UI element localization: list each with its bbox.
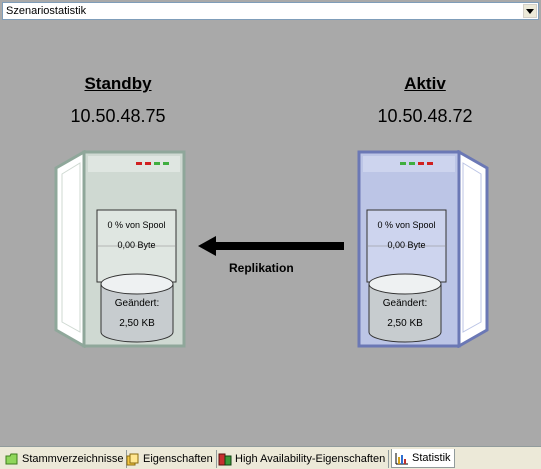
active-server-icon — [357, 150, 489, 348]
folder-icon — [5, 453, 18, 464]
tab-eigenschaften[interactable]: Eigenschaften — [123, 450, 217, 468]
active-spool-percent: 0 % von Spool — [377, 220, 436, 230]
active-changed-label: Geändert: — [382, 298, 428, 309]
statistics-icon — [395, 452, 408, 464]
chevron-down-icon[interactable] — [523, 4, 537, 18]
standby-ip: 10.50.48.75 — [70, 106, 166, 126]
active-led-4 — [427, 162, 433, 165]
standby-changed-value: 2,50 KB — [119, 318, 155, 329]
tab-statistik[interactable]: Statistik — [391, 449, 455, 468]
standby-led-2 — [145, 162, 151, 165]
standby-spool-percent: 0 % von Spool — [107, 220, 166, 230]
scenario-dropdown-value: Szenariostatistik — [6, 5, 87, 17]
active-ip: 10.50.48.72 — [377, 106, 473, 126]
standby-changed-label: Geändert: — [114, 298, 160, 309]
standby-led-3 — [154, 162, 160, 165]
tab-stammverzeichnisse[interactable]: Stammverzeichnisse — [2, 450, 128, 468]
scenario-dropdown[interactable]: Szenariostatistik — [2, 2, 539, 20]
bottom-tab-bar: Stammverzeichnisse Eigenschaften High Av… — [0, 446, 541, 469]
standby-title: Standby — [84, 74, 152, 93]
active-led-1 — [400, 162, 406, 165]
tab-statistik-label: Statistik — [412, 452, 451, 464]
statistics-canvas: Standby 10.50.48.75 0 % von Spool 0,00 B… — [0, 22, 541, 446]
active-led-2 — [409, 162, 415, 165]
standby-led-4 — [163, 162, 169, 165]
active-spool-bytes: 0,00 Byte — [387, 240, 426, 250]
standby-spool-bytes: 0,00 Byte — [117, 240, 156, 250]
tab-eigenschaften-label: Eigenschaften — [143, 453, 213, 465]
ha-properties-icon — [218, 453, 232, 465]
tab-high-availability-eigenschaften-label: High Availability-Eigenschaften — [235, 453, 386, 465]
active-led-3 — [418, 162, 424, 165]
active-title: Aktiv — [404, 74, 446, 93]
active-changed-value: 2,50 KB — [387, 318, 423, 329]
tab-stammverzeichnisse-label: Stammverzeichnisse — [22, 453, 124, 465]
tab-high-availability-eigenschaften[interactable]: High Availability-Eigenschaften — [215, 450, 390, 468]
replication-arrow-icon — [198, 236, 344, 256]
properties-icon — [126, 453, 139, 465]
standby-led-1 — [136, 162, 142, 165]
standby-server-icon — [54, 150, 186, 348]
replication-label: Replikation — [229, 261, 294, 275]
